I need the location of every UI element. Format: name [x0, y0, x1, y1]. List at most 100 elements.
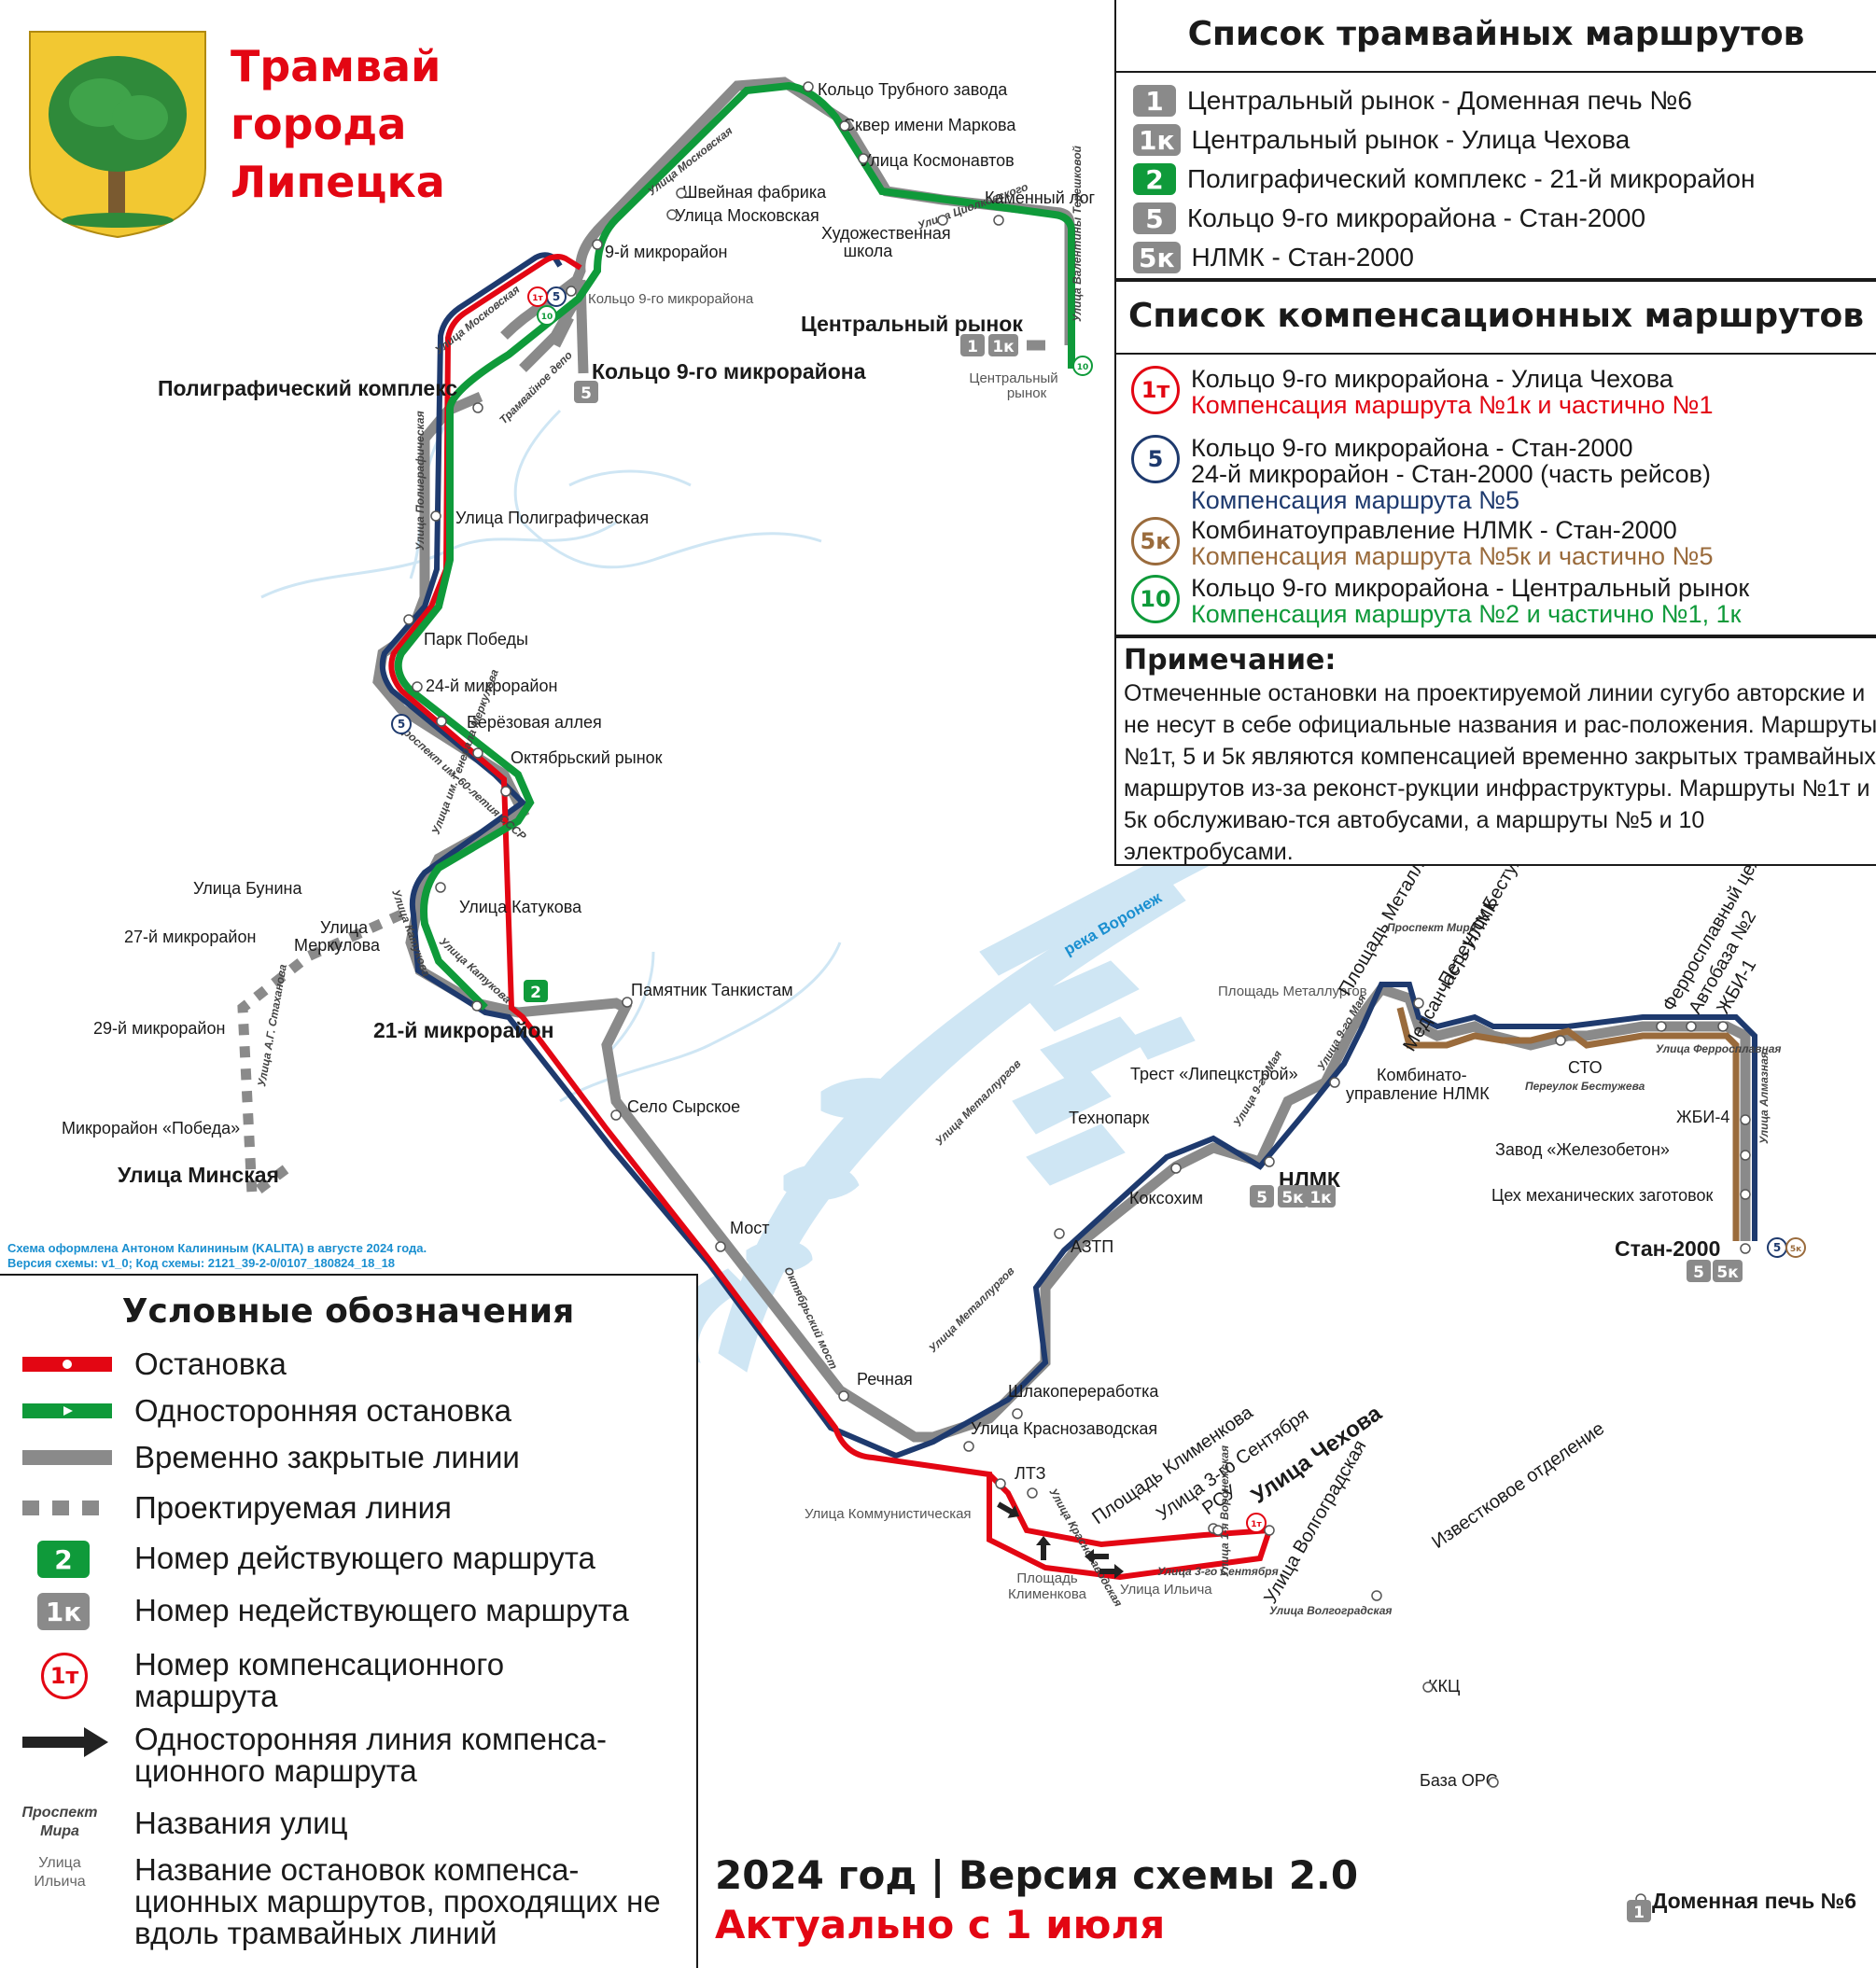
stop-dot	[1656, 1021, 1667, 1032]
svg-text:1к: 1к	[1309, 1189, 1332, 1207]
stop-label: ККЦ	[1428, 1677, 1460, 1696]
street-label: Проспект Мира	[1387, 921, 1477, 934]
stop-dot	[993, 215, 1004, 226]
legend-stop-icon	[22, 1357, 112, 1372]
stop-label: 24-й микрорайон	[426, 677, 557, 695]
stop-label: управление НЛМК	[1346, 1084, 1490, 1103]
route-name: Полиграфический комплекс - 21-й микрорай…	[1187, 164, 1756, 193]
stop-dot	[995, 1478, 1006, 1489]
stop-label: Улица Ильича	[1120, 1582, 1212, 1598]
svg-text:1т: 1т	[1251, 1520, 1262, 1529]
route-badge: 1к	[1306, 1185, 1336, 1207]
legend-inactive-badge: 1к	[37, 1593, 90, 1630]
stop-label: Клименкова	[1008, 1586, 1087, 1602]
stop-dot	[1740, 1114, 1751, 1125]
legend-street-label: Названия улиц	[134, 1806, 348, 1840]
comp-line-1: Кольцо 9-го микрорайона - Стан-2000	[1191, 434, 1633, 462]
stop-label: Сквер имени Маркова	[843, 116, 1016, 134]
stop-label: ЛТЗ	[1015, 1464, 1045, 1483]
stop-dot	[1740, 1189, 1751, 1200]
note-heading: Примечание:	[1124, 644, 1337, 677]
svg-text:2: 2	[530, 984, 541, 1002]
stop-dot	[1054, 1228, 1065, 1239]
route-badge: 1к	[1133, 124, 1181, 156]
route-badge: 1	[1133, 85, 1176, 117]
stop-dot	[838, 1390, 849, 1402]
stop-label-rotated: Известковое отделение	[1428, 1418, 1608, 1553]
stop-dot	[715, 1241, 726, 1252]
stop-dot	[471, 1000, 483, 1012]
svg-text:5: 5	[1256, 1189, 1267, 1207]
stop-label: Комбинато-	[1377, 1066, 1467, 1084]
comp-route-badge: 5	[391, 714, 412, 734]
stop-label: Технопарк	[1069, 1109, 1149, 1127]
comp-route-1t: 1т Кольцо 9-го микрорайона - Улица Чехов…	[1131, 366, 1713, 418]
lake-left-2	[783, 1164, 860, 1201]
stop-dot	[803, 81, 814, 92]
street-label: Улица Ферросплавная	[1656, 1042, 1781, 1055]
svg-text:1к: 1к	[992, 338, 1015, 356]
note-panel: Примечание: Отмеченные остановки на прое…	[1114, 636, 1876, 866]
stop-dot	[1371, 1590, 1382, 1601]
stop-dot	[1264, 1156, 1275, 1167]
svg-text:1: 1	[1633, 1904, 1645, 1922]
stop-label: ЖБИ-4	[1676, 1108, 1729, 1126]
route-name: НЛМК - Стан-2000	[1191, 243, 1415, 272]
stop-dot	[472, 747, 483, 759]
stop-dot	[1555, 1035, 1566, 1046]
stop-label: рынок	[1007, 385, 1047, 401]
svg-text:5: 5	[581, 384, 592, 403]
stop-label: Улица Минская	[118, 1163, 279, 1187]
stop-dot	[963, 1441, 974, 1452]
compensation-heading: Список компенсационных маршрутов	[1128, 297, 1864, 335]
stop-dot	[858, 153, 869, 164]
legend-closed-line-icon	[22, 1450, 112, 1465]
legend-comp-label: Номер компенсационного маршрута	[134, 1647, 505, 1713]
stop-label: Коксохим	[1129, 1189, 1203, 1207]
pond-5	[1133, 1016, 1196, 1060]
stop-dot	[839, 120, 850, 132]
stop-label: 29-й микрорайон	[93, 1019, 225, 1038]
stop-label: Площадь Металлургов	[1218, 984, 1367, 999]
pond-3	[1012, 1068, 1112, 1135]
comp-route-10: 10 Кольцо 9-го микрорайона - Центральный…	[1131, 575, 1749, 627]
route-badge: 5к	[1713, 1260, 1743, 1282]
stop-label: АЗТП	[1071, 1237, 1113, 1256]
stop-label: Центральный	[969, 370, 1057, 386]
comp-line-2: Компенсация маршрута №2 и частично №1, 1…	[1191, 600, 1742, 628]
legend-panel: Условные обозначения Остановка Односторо…	[0, 1274, 698, 1968]
lake-left-3	[746, 1239, 813, 1273]
stop-label: Шлакопереработка	[1008, 1382, 1159, 1401]
stop-label: Микрорайон «Победа»	[62, 1119, 240, 1138]
comp-line-2: Компенсация маршрута №5к и частично №5	[1191, 542, 1714, 570]
routes-heading: Список трамвайных маршрутов	[1187, 15, 1805, 53]
street-label: Улица 1-я Воронежская	[1218, 1445, 1231, 1577]
stop-label: Каменный лог	[985, 188, 1095, 207]
stop-label: Памятник Танкистам	[631, 981, 793, 999]
comp-line-1: Комбинатоуправление НЛМК - Стан-2000	[1191, 516, 1677, 544]
legend-oneway-arrow-icon	[22, 1727, 108, 1757]
street-label: Улица Валентины Терешковой	[1071, 145, 1084, 322]
line-gray-main	[372, 391, 1751, 1443]
svg-text:5: 5	[553, 290, 560, 303]
comp-line-3: Компенсация маршрута №5	[1191, 486, 1520, 514]
stop-label: СТО	[1568, 1058, 1603, 1077]
stop-dot	[435, 882, 446, 893]
street-label: Улица А.Г. Стаханова	[255, 963, 289, 1088]
svg-text:10: 10	[1077, 363, 1089, 372]
comp-line-1: Кольцо 9-го микрорайона - Улица Чехова	[1191, 365, 1673, 393]
stop-dot	[1488, 1777, 1499, 1788]
street-label: Улица Полиграфическая	[413, 411, 427, 551]
comp-badge: 5к	[1131, 517, 1180, 565]
comp-route-badge: 1т	[1246, 1513, 1267, 1533]
legend-oneway-line-label: Односторонняя линия компенса-ционного ма…	[134, 1722, 607, 1788]
credit-line-2: Версия схемы: v1_0; Код схемы: 2121_39-2…	[7, 1256, 396, 1270]
route-badge: 5	[1687, 1260, 1711, 1282]
legend-comp-stop-label: Название остановок компенса-ционных марш…	[134, 1852, 661, 1950]
projected-line	[237, 909, 404, 1205]
oneway-arrow-icon	[997, 1501, 1020, 1518]
stop-label: Меркулова	[294, 936, 381, 955]
